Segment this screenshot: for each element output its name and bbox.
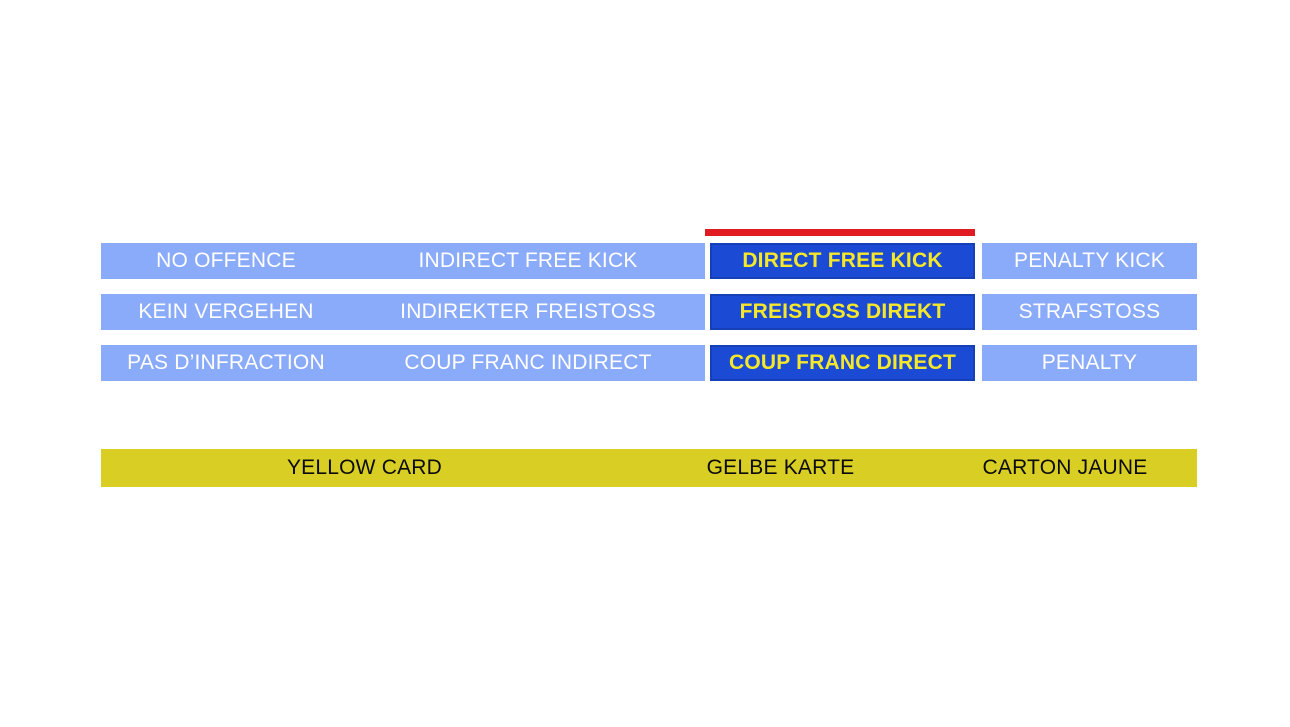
cell-no-offence-de[interactable]: KEIN VERGEHEN (101, 294, 351, 330)
table-row: PAS D’INFRACTION COUP FRANC INDIRECT COU… (101, 345, 1197, 381)
cell-direct-free-kick-en[interactable]: DIRECT FREE KICK (710, 243, 975, 279)
cell-no-offence-en[interactable]: NO OFFENCE (101, 243, 351, 279)
cell-divider (705, 345, 710, 381)
cell-indirect-free-kick-en[interactable]: INDIRECT FREE KICK (351, 243, 705, 279)
sanction-scale-table: NO OFFENCE INDIRECT FREE KICK DIRECT FRE… (101, 243, 1197, 396)
yellow-card-label-en: YELLOW CARD (286, 456, 443, 479)
table-row: KEIN VERGEHEN INDIREKTER FREISTOSS FREIS… (101, 294, 1197, 330)
cell-penalty-kick-fr[interactable]: PENALTY (982, 345, 1197, 381)
cell-divider (975, 243, 982, 279)
yellow-card-bar[interactable]: YELLOW CARD GELBE KARTE CARTON JAUNE (101, 449, 1197, 487)
cell-direct-free-kick-fr[interactable]: COUP FRANC DIRECT (710, 345, 975, 381)
cell-divider (975, 345, 982, 381)
cell-indirect-free-kick-de[interactable]: INDIREKTER FREISTOSS (351, 294, 705, 330)
table-row: NO OFFENCE INDIRECT FREE KICK DIRECT FRE… (101, 243, 1197, 279)
cell-penalty-kick-de[interactable]: STRAFSTOSS (982, 294, 1197, 330)
cell-direct-free-kick-de[interactable]: FREISTOSS DIREKT (710, 294, 975, 330)
cell-no-offence-fr[interactable]: PAS D’INFRACTION (101, 345, 351, 381)
yellow-card-label-de: GELBE KARTE (706, 456, 855, 479)
cell-indirect-free-kick-fr[interactable]: COUP FRANC INDIRECT (351, 345, 705, 381)
yellow-card-label-fr: CARTON JAUNE (982, 456, 1148, 479)
cell-divider (705, 243, 710, 279)
cell-divider (975, 294, 982, 330)
cell-divider (705, 294, 710, 330)
selected-column-indicator (705, 229, 975, 236)
cell-penalty-kick-en[interactable]: PENALTY KICK (982, 243, 1197, 279)
